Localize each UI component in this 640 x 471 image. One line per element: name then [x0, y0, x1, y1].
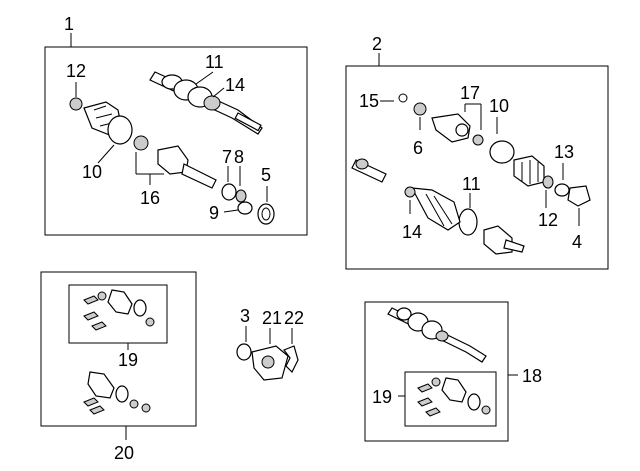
- callout-18[interactable]: 18: [522, 366, 542, 386]
- box-18: [364, 301, 509, 442]
- callout-21[interactable]: 21: [262, 308, 282, 328]
- callout-10-box1[interactable]: 10: [82, 162, 102, 182]
- callout-5[interactable]: 5: [261, 165, 271, 185]
- boot-inner: [513, 155, 545, 187]
- joint-cup-4: [567, 185, 591, 207]
- callout-19-right[interactable]: 19: [372, 387, 392, 407]
- clamp-ring-10b: [489, 140, 515, 164]
- callout-8[interactable]: 8: [234, 147, 244, 167]
- ring-8: [235, 189, 247, 203]
- boot-clamp-14: [404, 186, 416, 198]
- drive-shaft-assembly-1: [149, 71, 263, 135]
- boot-kit-inner: [83, 289, 155, 331]
- callout-6[interactable]: 6: [413, 138, 423, 158]
- callout-14-top[interactable]: 14: [225, 75, 245, 95]
- callout-9[interactable]: 9: [209, 203, 219, 223]
- callout-14-box2[interactable]: 14: [402, 222, 422, 242]
- callout-13[interactable]: 13: [554, 142, 574, 162]
- callout-12-box1[interactable]: 12: [66, 61, 86, 81]
- washer-6: [413, 102, 427, 116]
- callout-15[interactable]: 15: [359, 91, 379, 111]
- callout-2[interactable]: 2: [372, 34, 382, 54]
- callout-1[interactable]: 1: [64, 14, 74, 34]
- box-19-right: [404, 371, 497, 427]
- ring-12b: [542, 175, 554, 189]
- boot-kit-18: [417, 377, 491, 417]
- ring-5: [257, 203, 275, 225]
- callout-3[interactable]: 3: [240, 306, 250, 326]
- callout-17[interactable]: 17: [460, 83, 480, 103]
- inner-shaft-16: [181, 163, 217, 189]
- callout-7[interactable]: 7: [222, 147, 232, 167]
- callout-12-box2[interactable]: 12: [538, 210, 558, 230]
- callout-16[interactable]: 16: [140, 188, 160, 208]
- callout-19-left[interactable]: 19: [118, 350, 138, 370]
- box-2: [345, 65, 609, 270]
- boot-kit-outer: [83, 371, 151, 415]
- washer-12: [69, 97, 83, 111]
- callout-11-top[interactable]: 11: [205, 52, 224, 72]
- ring-9: [237, 201, 253, 215]
- bearing-16: [133, 135, 149, 151]
- clamp-ring-11: [458, 208, 478, 236]
- clip-22: [283, 345, 299, 374]
- callout-4[interactable]: 4: [572, 232, 582, 252]
- box-1: [44, 46, 308, 236]
- callout-11-box2[interactable]: 11: [462, 174, 481, 194]
- ring-13: [554, 183, 570, 197]
- ring-7: [221, 183, 237, 201]
- clamp-ring-10: [107, 115, 133, 145]
- clip-15: [398, 93, 408, 103]
- boot-14: [410, 187, 461, 231]
- callout-10-box2[interactable]: 10: [489, 96, 509, 116]
- callout-22[interactable]: 22: [284, 308, 304, 328]
- box-19-left: [68, 284, 168, 344]
- seal-3: [236, 343, 252, 361]
- callout-20[interactable]: 20: [114, 443, 134, 463]
- box-20: [40, 271, 197, 427]
- drive-shaft-assembly-18: [387, 307, 487, 363]
